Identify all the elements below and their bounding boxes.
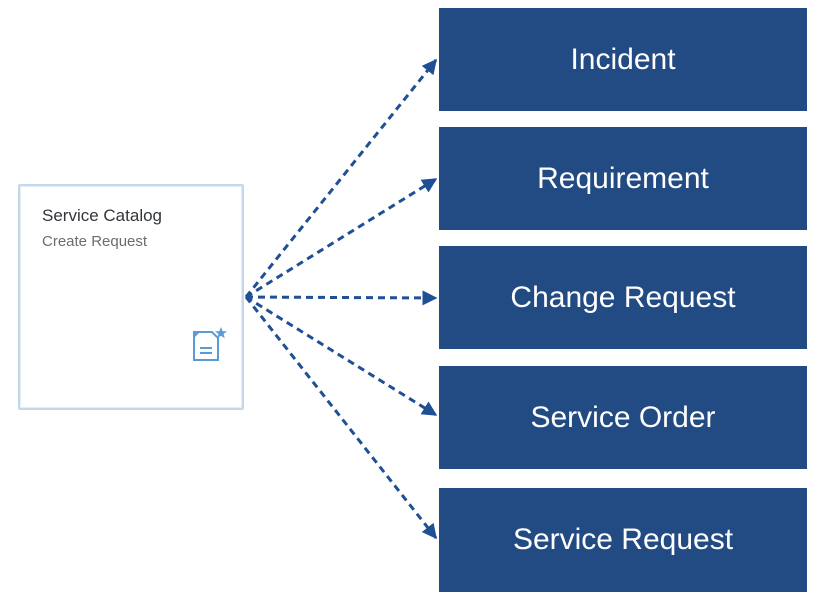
target-label: Service Order [530,400,716,434]
service-catalog-tile[interactable]: Service Catalog Create Request [18,184,244,410]
arrow-to-change-request [245,290,438,306]
arrow-to-incident [244,58,438,298]
arrow-to-service-request [244,296,438,540]
document-star-icon [193,327,227,361]
target-label: Change Request [510,280,736,314]
target-box-incident: Incident [439,8,807,111]
target-label: Service Request [512,523,734,556]
target-box-requirement: Requirement [439,127,807,230]
tile-subtitle: Create Request [42,233,148,250]
target-label: Requirement [537,161,709,195]
target-box-change-request: Change Request [439,246,807,349]
arrow-to-service-order [245,295,438,417]
target-box-service-request: Service Request [439,488,807,592]
tile-title: Service Catalog [42,206,163,225]
arrow-to-requirement [245,177,438,299]
target-box-service-order: Service Order [439,366,807,469]
target-label: Incident [570,42,676,76]
